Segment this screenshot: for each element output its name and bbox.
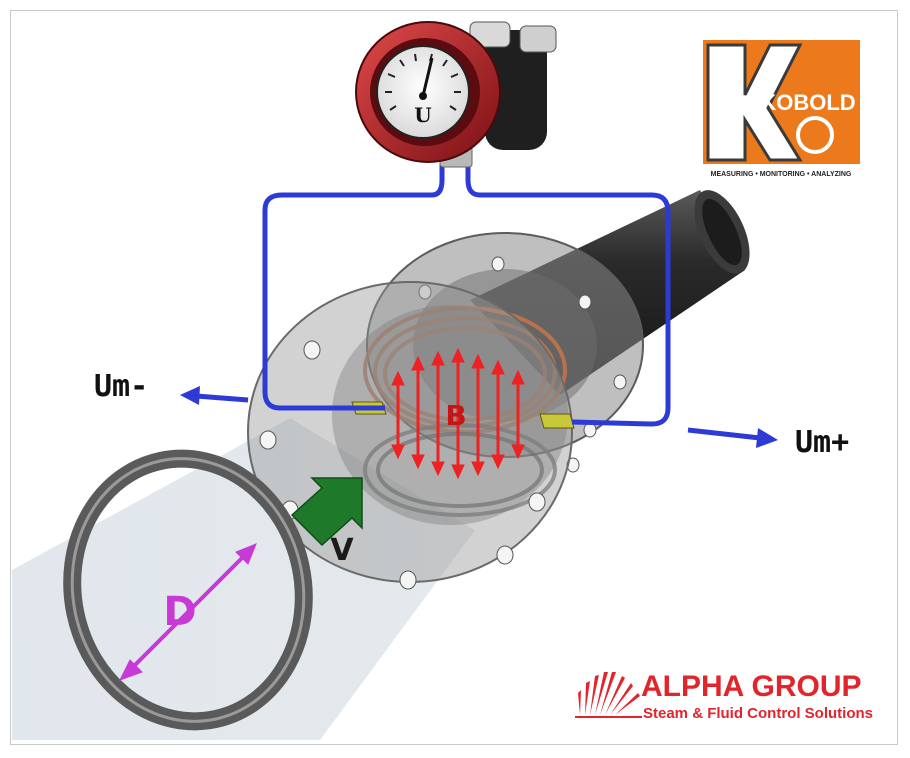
diameter-arrow [118,543,257,681]
magnetic-field-arrows [391,347,525,480]
diameter-d-label: D [163,589,196,635]
kobold-tagline: MEASURING • MONITORING • ANALYZING [711,171,852,178]
pipe-cross-section-ring [63,449,313,731]
signal-wire [262,160,671,427]
alpha-group-subtitle: Steam & Fluid Control Solutions [643,705,873,722]
um-plus-arrow [687,427,778,448]
alpha-group-title: ALPHA GROUP [641,670,862,703]
alpha-group-logo [575,672,642,718]
gauge-u-label: U [414,103,431,127]
field-b-label: B [445,399,466,432]
kobold-brand-text: KOBOLD [760,90,855,115]
magnetic-coils [363,306,567,517]
um-plus-label: Um+ [795,425,849,460]
um-minus-arrow [180,386,249,405]
um-minus-label: Um- [94,369,148,404]
transmitter-gauge [355,21,557,168]
kobold-logo: KOBOLD [703,40,860,164]
velocity-arrow [290,477,363,547]
velocity-v-label: V [330,533,354,568]
